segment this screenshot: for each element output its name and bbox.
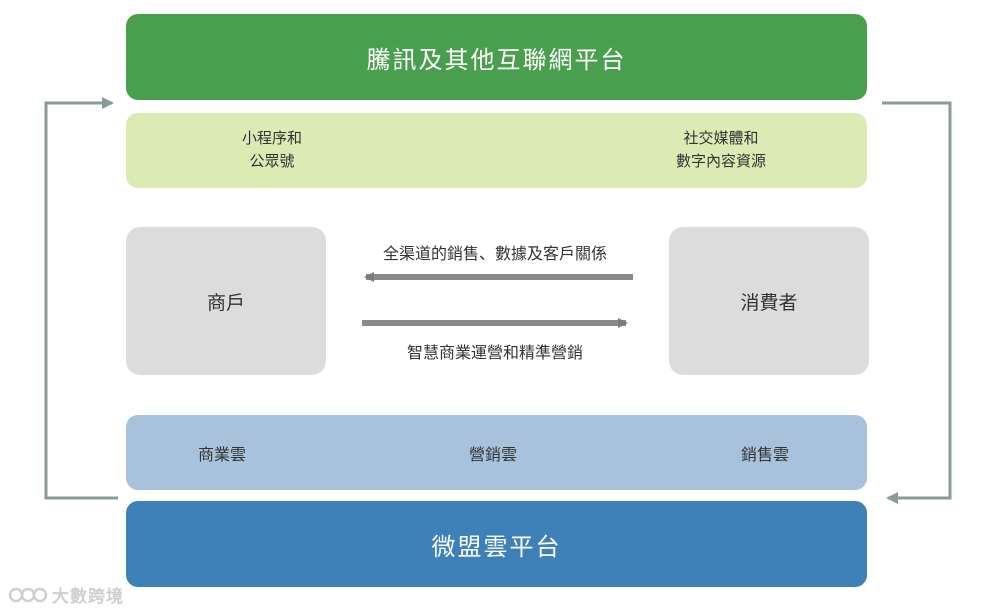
channels-band: 小程序和 公眾號 社交媒體和 數字內容資源 [126, 113, 867, 188]
cloud-item-commerce: 商業雲 [198, 445, 247, 464]
merchant-label: 商戶 [206, 291, 245, 314]
tencent-platform-label: 騰訊及其他互聯網平台 [366, 45, 627, 74]
cloud-products-band: 商業雲 營銷雲 銷售雲 [126, 415, 867, 490]
channel-mini-programs: 小程序和 公眾號 [214, 127, 330, 173]
left-loop-arrow [44, 97, 118, 500]
weimob-cloud-platform-label: 微盟雲平台 [431, 532, 562, 561]
consumer-label: 消費者 [740, 291, 798, 314]
watermark-text: 大數跨境 [52, 587, 124, 607]
watermark: 大數跨境 [8, 582, 124, 607]
merchant-node: 商戶 [126, 227, 326, 375]
channel-social-media: 社交媒體和 數字內容資源 [651, 127, 791, 173]
consumer-node: 消費者 [669, 227, 869, 375]
cloud-item-marketing: 營銷雲 [469, 445, 518, 464]
channel-left-line-2: 公眾號 [249, 152, 295, 170]
channel-right-line-2: 數字內容資源 [675, 152, 766, 170]
tencent-platform-band: 騰訊及其他互聯網平台 [126, 14, 867, 100]
cloud-item-sales: 銷售雲 [741, 445, 790, 464]
right-loop-arrow [882, 101, 952, 504]
channel-right-line-1: 社交媒體和 [683, 129, 759, 147]
channel-left-line-1: 小程序和 [241, 129, 302, 147]
watermark-logo-icon [8, 587, 48, 602]
flow-to-consumer-label: 智慧商業運營和精準營銷 [406, 343, 583, 362]
weimob-cloud-platform-band: 微盟雲平台 [126, 501, 867, 587]
flow-to-merchant-label: 全渠道的銷售、數據及客戶關係 [382, 244, 607, 263]
